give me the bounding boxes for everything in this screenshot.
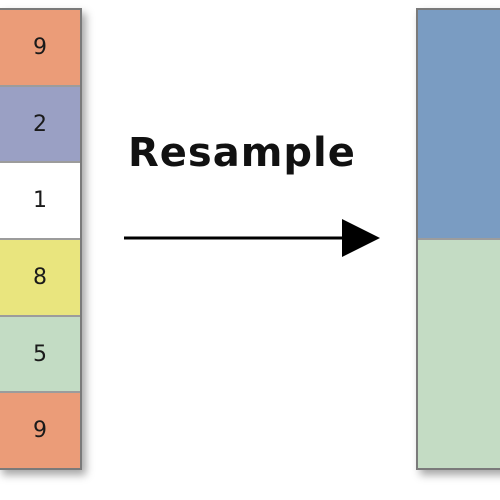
output-raster-strip	[416, 8, 500, 470]
input-cell: 9	[0, 393, 80, 469]
input-cell: 2	[0, 86, 80, 164]
arrow-head	[342, 219, 380, 257]
output-cell	[418, 240, 500, 468]
input-cell: 9	[0, 10, 80, 87]
input-cell: 5	[0, 316, 80, 394]
right-arrow-icon	[124, 219, 380, 257]
input-cell: 1	[0, 163, 80, 241]
operation-label: Resample	[128, 130, 356, 176]
output-cell	[418, 10, 500, 240]
input-cell: 8	[0, 240, 80, 317]
